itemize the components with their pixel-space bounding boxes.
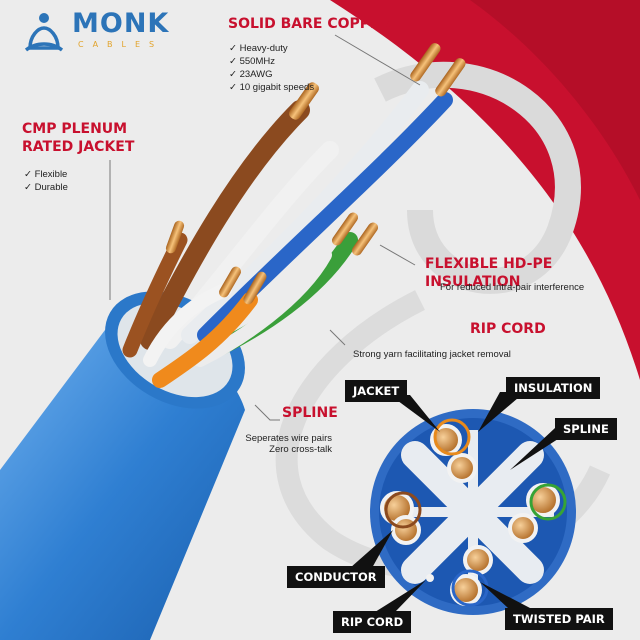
- jacket-title-line1: CMP PLENUM: [22, 121, 128, 137]
- jacket-features: ✓ Flexible ✓ Durable: [24, 168, 68, 194]
- feature-item: ✓ 10 gigabit speeds: [229, 82, 315, 93]
- label-insulation: INSULATION: [506, 377, 601, 399]
- copper-title: SOLID BARE COPPER: [228, 16, 391, 32]
- jacket-title-line2: RATED JACKET: [22, 139, 135, 155]
- monk-logo-icon: [20, 8, 68, 56]
- feature-item: ✓ Flexible: [24, 169, 68, 180]
- feature-item: ✓ Heavy-duty: [229, 43, 288, 54]
- spline-title: SPLINE: [282, 405, 338, 421]
- label-jacket: JACKET: [345, 380, 408, 402]
- label-twisted-pair: TWISTED PAIR: [505, 608, 613, 630]
- ripcord-desc: Strong yarn facilitating jacket removal: [353, 349, 511, 360]
- spline-desc-line2: Zero cross-talk: [269, 444, 332, 455]
- ripcord-title: RIP CORD: [470, 321, 546, 337]
- insulation-desc: For reduced intra-pair interference: [440, 282, 585, 293]
- jacket-title: CMP PLENUM RATED JACKET: [22, 120, 134, 156]
- feature-item: ✓ 550MHz: [229, 56, 275, 67]
- brand-name: MONK: [72, 8, 170, 39]
- red-swoosh: [330, 0, 640, 380]
- feature-item: ✓ 23AWG: [229, 69, 273, 80]
- label-rip-cord: RIP CORD: [333, 611, 412, 633]
- spline-desc: Seperates wire pairs Zero cross-talk: [232, 433, 332, 455]
- callout-lines: [109, 34, 421, 421]
- copper-features: ✓ Heavy-duty ✓ 550MHz ✓ 23AWG ✓ 10 gigab…: [229, 42, 314, 94]
- label-conductor: CONDUCTOR: [287, 566, 385, 588]
- feature-item: ✓ Durable: [24, 182, 68, 193]
- spline-desc-line1: Seperates wire pairs: [245, 433, 332, 444]
- brand-subtitle: CABLES: [78, 40, 164, 49]
- label-spline: SPLINE: [555, 418, 617, 440]
- insulation-title: FLEXIBLE HD-PE INSULATION: [425, 256, 553, 290]
